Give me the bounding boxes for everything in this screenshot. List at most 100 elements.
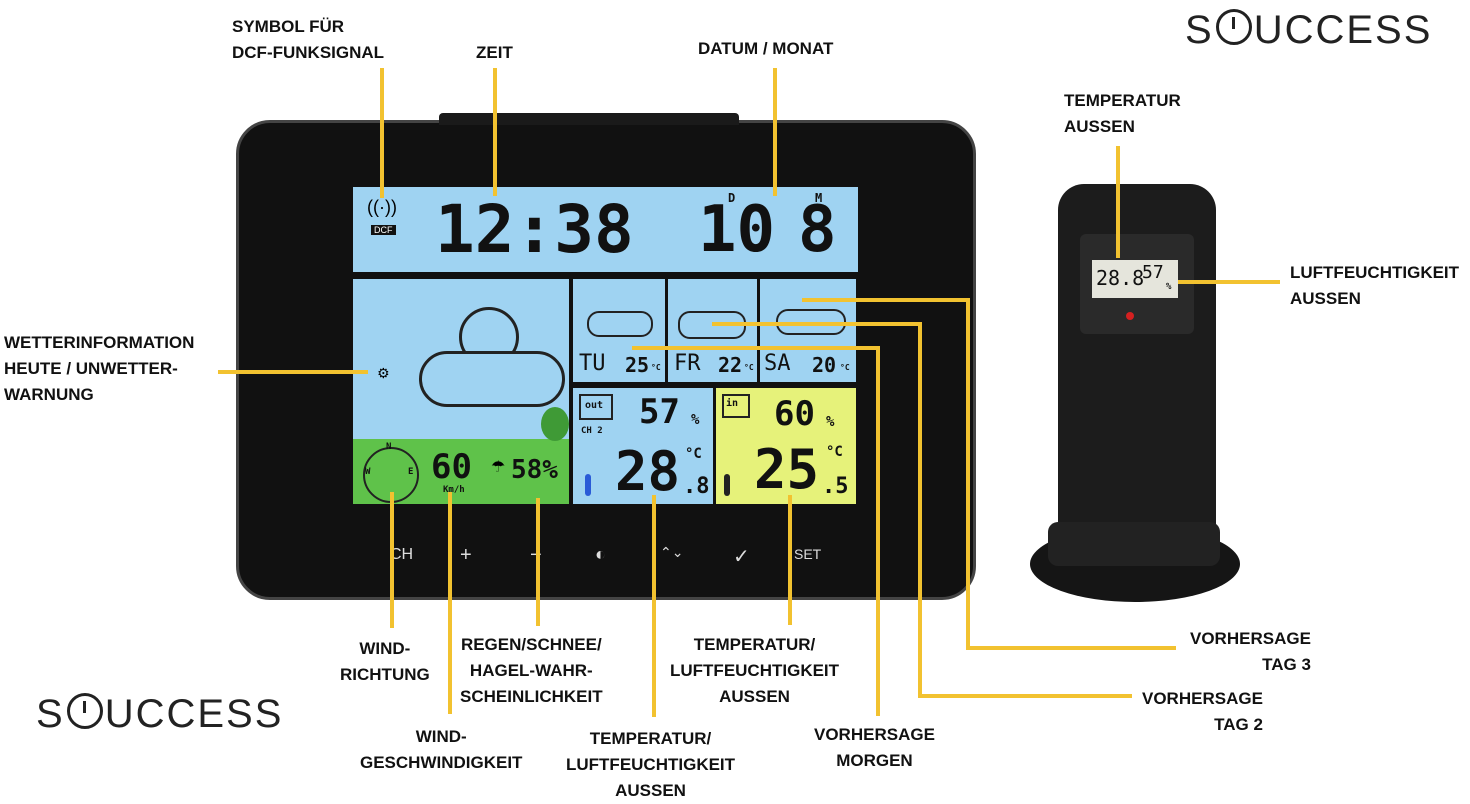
in-house-icon — [722, 394, 750, 418]
sensor-stand-leg — [1048, 522, 1220, 566]
compass-e: E — [408, 467, 414, 477]
label-wind-speed: WIND- GESCHWINDIGKEIT — [360, 727, 523, 772]
label-regen: REGEN/SCHNEE/ HAGEL-WAHR- SCHEINLICHKEIT — [460, 635, 603, 706]
callout-line-wind-richtung — [390, 492, 394, 628]
out-humidity: 57 — [639, 392, 680, 432]
label-dcf: SYMBOL FÜR DCF-FUNKSIGNAL — [232, 17, 385, 62]
label-temp-aussen-top: TEMPERATUR AUSSEN — [1064, 91, 1181, 136]
tree-icon — [541, 407, 569, 441]
callout-line-temp-aussen-top — [1116, 146, 1120, 258]
label-vorhersage-tag3: VORHERSAGE TAG 3 — [1190, 629, 1311, 674]
callout-line-wetter — [218, 370, 368, 374]
sensor-humidity: 57 — [1142, 262, 1164, 283]
forecast-day-3: SA — [764, 351, 791, 376]
label-temp-right: TEMPERATUR/ LUFTFEUCHTIGKEIT AUSSEN — [670, 635, 840, 706]
umbrella-icon: ☂ — [491, 459, 506, 476]
cloud-icon — [419, 351, 565, 407]
label-temp-mid: TEMPERATUR/ LUFTFEUCHTIGKEIT AUSSEN — [566, 729, 736, 800]
label-wind-richtung: WIND- RICHTUNG — [340, 639, 430, 684]
callout-line-tag2-h1 — [712, 322, 920, 326]
forecast-day-1: TU — [579, 351, 606, 376]
thermometer-icon — [724, 474, 730, 496]
forecast-unit-1: °C — [651, 363, 661, 372]
forecast-panel-3: SA 20 °C — [760, 279, 856, 382]
out-channel: CH 2 — [581, 426, 603, 436]
forecast-panel-2: FR 22 °C — [668, 279, 757, 382]
time-readout: 12:38 — [435, 191, 634, 268]
dcf-signal-icon: ((·)) — [367, 197, 397, 217]
compass-n: N — [386, 442, 392, 452]
day-readout: 10 — [698, 193, 776, 267]
sensor-temp: 28.8 — [1096, 266, 1145, 290]
in-celsius: °C — [826, 444, 843, 460]
out-humidity-unit: % — [691, 412, 700, 428]
callout-line-tag2-v — [918, 322, 922, 698]
callout-line-zeit — [493, 68, 497, 196]
sensor-led — [1126, 312, 1134, 320]
out-tag: out — [585, 400, 604, 411]
confirm-button[interactable]: ✓ — [733, 546, 750, 568]
forecast-unit-3: °C — [840, 363, 850, 372]
out-celsius: °C — [685, 446, 702, 462]
outdoor-sensor: 28.8 57 % — [1058, 184, 1216, 536]
station-top-ridge — [439, 113, 739, 125]
callout-line-tag2-h2 — [918, 694, 1132, 698]
callout-line-tag3-v — [966, 298, 970, 650]
callout-line-temp-right — [788, 495, 792, 625]
forecast-unit-2: °C — [744, 363, 754, 372]
sun-cloud-icon — [587, 311, 653, 337]
backlight-button[interactable]: ◐ — [595, 544, 606, 564]
callout-line-temp-mid — [652, 495, 656, 717]
lcd-time-date-panel: ((·)) DCF 12:38 D M 10 8 — [353, 187, 858, 272]
forecast-temp-3: 20 — [812, 353, 837, 377]
in-humidity-unit: % — [826, 414, 835, 430]
compass-w: W — [365, 467, 371, 477]
forecast-temp-2: 22 — [718, 353, 743, 377]
in-tag: in — [726, 398, 739, 409]
out-house-icon — [579, 394, 613, 420]
month-label: M — [815, 191, 823, 205]
callout-line-tag3-h2 — [966, 646, 1176, 650]
plus-button[interactable]: + — [460, 544, 472, 566]
set-button[interactable]: SET — [794, 546, 822, 562]
label-datum: DATUM / MONAT — [698, 39, 834, 58]
ch-button[interactable]: CH — [390, 546, 414, 563]
callout-line-datum — [773, 68, 777, 196]
outdoor-panel: out CH 2 57 % 28 .8 °C — [573, 388, 713, 504]
today-weather-panel: ⚙ N W E 60 Km/h ☂ 58% — [353, 279, 569, 504]
callout-line-luft-aussen — [1178, 280, 1280, 284]
in-temperature-decimal: .5 — [822, 474, 849, 499]
sensor-percent: % — [1166, 282, 1172, 292]
forecast-temp-1: 25 — [625, 353, 650, 377]
rain-probability: 58% — [511, 455, 558, 485]
minus-button[interactable]: − — [530, 544, 542, 567]
dcf-tag: DCF — [371, 225, 396, 235]
label-vorhersage-tag2: VORHERSAGE TAG 2 — [1142, 689, 1263, 734]
label-luft-aussen: LUFTFEUCHTIGKEIT AUSSEN — [1290, 263, 1460, 308]
label-vorhersage-morgen: VORHERSAGE MORGEN — [814, 725, 935, 770]
label-wetter: WETTERINFORMATION HEUTE / UNWETTER- WARN… — [4, 333, 195, 404]
callout-line-morgen-v — [876, 346, 880, 716]
in-temperature: 25 — [754, 438, 820, 501]
watch-icon — [1215, 9, 1252, 45]
callout-line-regen — [536, 498, 540, 626]
day-label: D — [728, 191, 736, 205]
callout-line-wind-speed — [448, 492, 452, 714]
forecast-panel-1: TU 25 °C — [573, 279, 665, 382]
callout-line-morgen-h — [632, 346, 880, 350]
out-temperature-decimal: .8 — [683, 474, 710, 499]
wind-speed-readout: 60 — [431, 447, 472, 487]
watch-icon — [66, 693, 103, 729]
warning-icon: ⚙ — [377, 365, 390, 381]
indoor-panel: in 60 % 25 .5 °C — [716, 388, 856, 504]
callout-line-tag3-h1 — [802, 298, 968, 302]
forecast-day-2: FR — [674, 351, 701, 376]
thermometer-icon — [585, 474, 591, 496]
callout-line-dcf — [380, 68, 384, 198]
month-readout: 8 — [798, 193, 837, 267]
up-down-button[interactable]: ⌃⌄ — [660, 544, 684, 560]
label-zeit: ZEIT — [476, 43, 513, 62]
in-humidity: 60 — [774, 394, 815, 434]
